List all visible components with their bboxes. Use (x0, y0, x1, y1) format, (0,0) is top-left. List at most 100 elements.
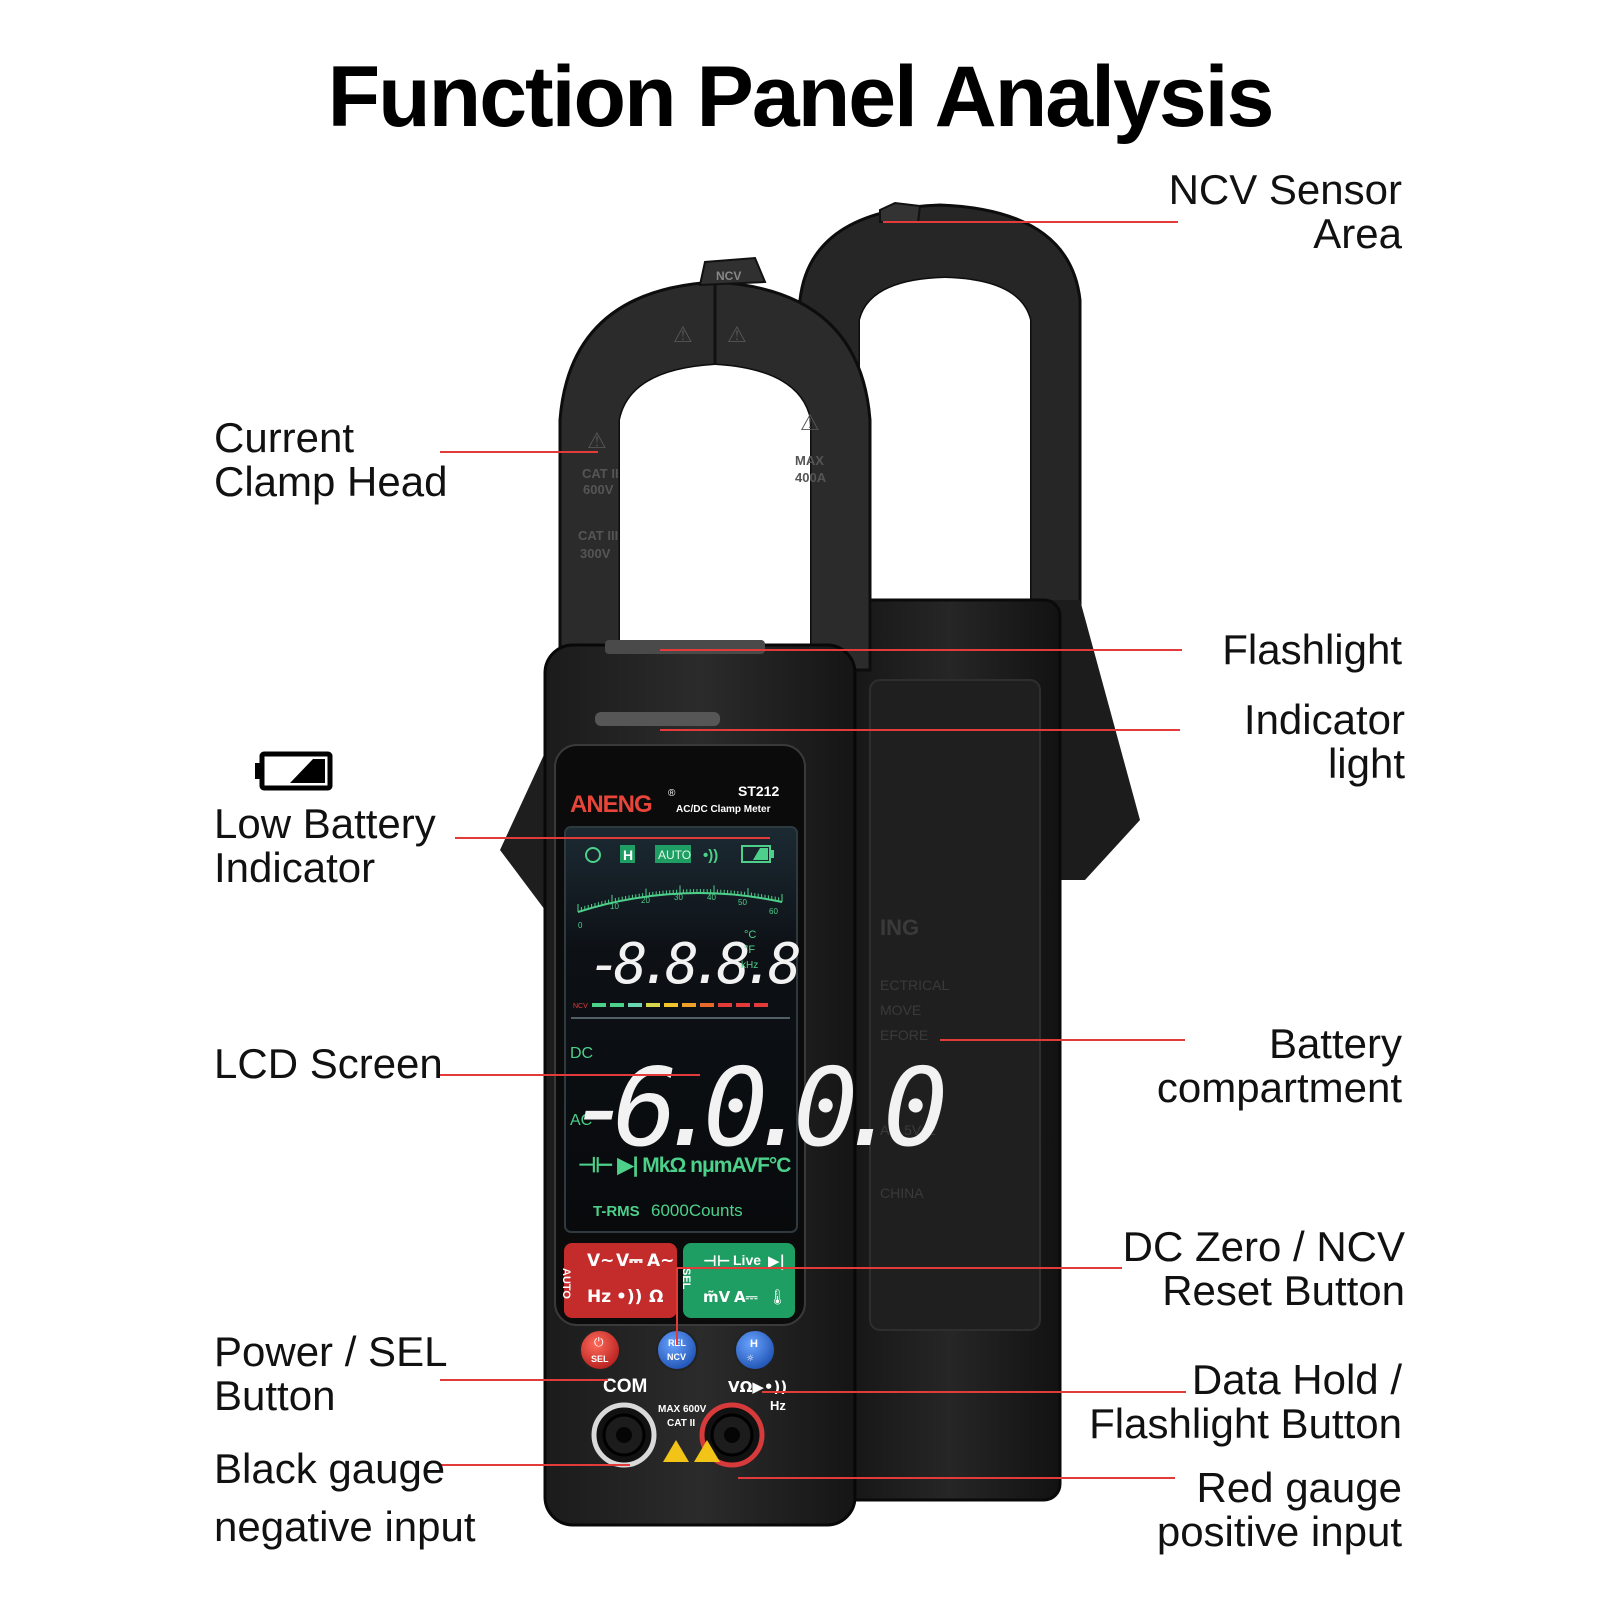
lcd-unit-f: °F (744, 944, 755, 956)
mode-dc-volt[interactable]: V⎓ (616, 1251, 643, 1271)
back-text-before: EFORE (880, 1027, 928, 1043)
label-clamp-head: Current Clamp Head (214, 416, 454, 504)
label-power-sel: Power / SEL Button (214, 1330, 474, 1418)
lcd-trms: T-RMS (593, 1203, 640, 1220)
warning-icon (694, 1440, 720, 1462)
scale-tick-10: 10 (610, 902, 619, 911)
scale-tick-50: 50 (738, 898, 747, 907)
lcd-hold-icon: H (623, 847, 633, 863)
auto-icon-box (655, 845, 691, 863)
label-dc-zero-line1: DC Zero / NCV (1122, 1223, 1405, 1270)
flashlight-lens (605, 640, 765, 654)
hold-flashlight-button[interactable]: H ☼ (734, 1329, 776, 1371)
mode-continuity[interactable]: •)) (616, 1287, 642, 1307)
power-off-icon (585, 847, 601, 863)
label-indicator-light-line2: light (1327, 740, 1405, 787)
mode-live[interactable]: Live (733, 1252, 761, 1268)
lcd-screen (564, 826, 798, 1233)
label-clamp-head-line1: Current (214, 414, 355, 461)
ncv-label: NCV (667, 1352, 686, 1362)
lcd-counts: 6000Counts (651, 1201, 743, 1220)
ncv-tab-label: NCV (716, 269, 741, 283)
cat2-label: CAT II (667, 1418, 695, 1429)
label-flashlight-line1: Flashlight (1222, 626, 1402, 673)
label-low-battery: Low Battery Indicator (214, 802, 474, 890)
mode-panel-left (564, 1243, 677, 1318)
flashlight-icon: ☼ (746, 1354, 754, 1364)
page-title: Function Panel Analysis (327, 49, 1275, 145)
max-600v-label: MAX 600V (658, 1404, 707, 1415)
ncv-sensor-tab (698, 256, 767, 287)
label-low-battery-line1: Low Battery (214, 800, 436, 847)
label-ncv-sensor-line1: NCV Sensor (1168, 166, 1402, 213)
low-battery-icon (255, 751, 333, 791)
label-battery-compartment-line1: Battery (1268, 1020, 1402, 1067)
clamp-300v: 300V (580, 546, 611, 561)
lcd-sound-icon: •)) (703, 847, 718, 864)
mode-left-grid: V~ V⎓ A~ Hz •)) Ω (587, 1251, 674, 1307)
model-number: ST212 (738, 783, 779, 799)
lcd-ncv-label: NCV (573, 1003, 588, 1010)
mode-ac-amp[interactable]: A~ (647, 1251, 674, 1271)
label-black-gauge-line1: Black gauge (214, 1445, 446, 1492)
lcd-ac-label: AC (570, 1112, 592, 1129)
lcd-unit-row: ⊣⊢ ▶| MkΩ nμmAVF°C (578, 1154, 791, 1177)
scale-tick-60: 60 (769, 907, 778, 916)
mode-capacitance[interactable]: ⊣⊢ (703, 1252, 730, 1270)
warning-icon: ⚠ (800, 411, 820, 436)
label-ncv-sensor: NCV Sensor Area (1060, 168, 1402, 256)
clamp-cat3: CAT III (578, 528, 618, 543)
label-red-gauge: Red gauge positive input (1100, 1466, 1402, 1554)
mode-diode[interactable]: ▶| (768, 1252, 785, 1271)
label-lcd-screen-line1: LCD Screen (214, 1040, 443, 1087)
mode-dc-amp[interactable]: A⎓ (734, 1288, 758, 1306)
label-indicator-light-line1: Indicator (1243, 696, 1405, 743)
label-clamp-head-line2: Clamp Head (214, 458, 448, 505)
scale-tick-40: 40 (707, 893, 716, 902)
label-black-gauge: Black gauge negative input (214, 1440, 494, 1556)
analog-scale-arc (577, 892, 783, 913)
power-icon: ⏻ (594, 1335, 604, 1349)
leader-lines (440, 221, 1186, 1479)
mode-hz[interactable]: Hz (587, 1287, 611, 1307)
back-unit: ING ECTRICAL MOVE EFORE A 1.5Vx2 CHINA (798, 201, 1140, 1502)
label-dc-zero: DC Zero / NCV Reset Button (1100, 1225, 1405, 1313)
red-input-jack[interactable] (699, 1402, 765, 1468)
black-input-jack[interactable] (591, 1402, 657, 1468)
back-text-brand: ING (880, 915, 919, 940)
power-sel-button[interactable]: ⏻ SEL (579, 1329, 621, 1371)
label-power-sel-line1: Power / SEL (214, 1328, 448, 1375)
mode-mv[interactable]: m̃V (703, 1288, 731, 1306)
back-text-battery: A 1.5Vx2 (880, 1122, 936, 1138)
clamp-max: MAX (795, 453, 824, 468)
thermometer-icon[interactable]: 🌡 (768, 1288, 787, 1306)
mode-ac-volt[interactable]: V~ (587, 1251, 614, 1271)
back-text-remove: MOVE (880, 1002, 921, 1018)
back-text-electrical: ECTRICAL (880, 977, 949, 993)
brand-logo: ANENG (570, 791, 652, 818)
scale-tick-0: 0 (578, 921, 583, 930)
model-subtitle: AC/DC Clamp Meter (676, 804, 771, 815)
label-ncv-sensor-line2: Area (1313, 210, 1402, 257)
label-power-sel-line2: Button (214, 1372, 336, 1419)
registered-mark: ® (668, 788, 676, 799)
indicator-light (595, 712, 720, 726)
lcd-main-reading: -6.0.0.0 (568, 1046, 943, 1171)
label-red-gauge-line1: Red gauge (1196, 1464, 1402, 1511)
mode-right-grid: ⊣⊢ Live ▶| m̃V A⎓ 🌡 (703, 1252, 787, 1306)
warning-icon: ⚠ (727, 323, 747, 348)
mode-ohm[interactable]: Ω (649, 1287, 663, 1307)
label-data-hold-line2: Flashlight Button (1089, 1400, 1402, 1447)
scale-tick-20: 20 (641, 896, 650, 905)
clamp-400a: 400A (795, 470, 827, 485)
clamp-cat2: CAT II (582, 466, 619, 481)
lcd-unit-c: °C (744, 929, 756, 941)
label-low-battery-line2: Indicator (214, 844, 376, 891)
back-text-china: CHINA (880, 1185, 924, 1201)
com-label: COM (603, 1376, 647, 1397)
warning-icon: ⚠ (587, 429, 607, 454)
label-lcd-screen: LCD Screen (214, 1042, 454, 1086)
lcd-dc-label: DC (570, 1045, 593, 1062)
mode-panel-right (683, 1243, 795, 1318)
